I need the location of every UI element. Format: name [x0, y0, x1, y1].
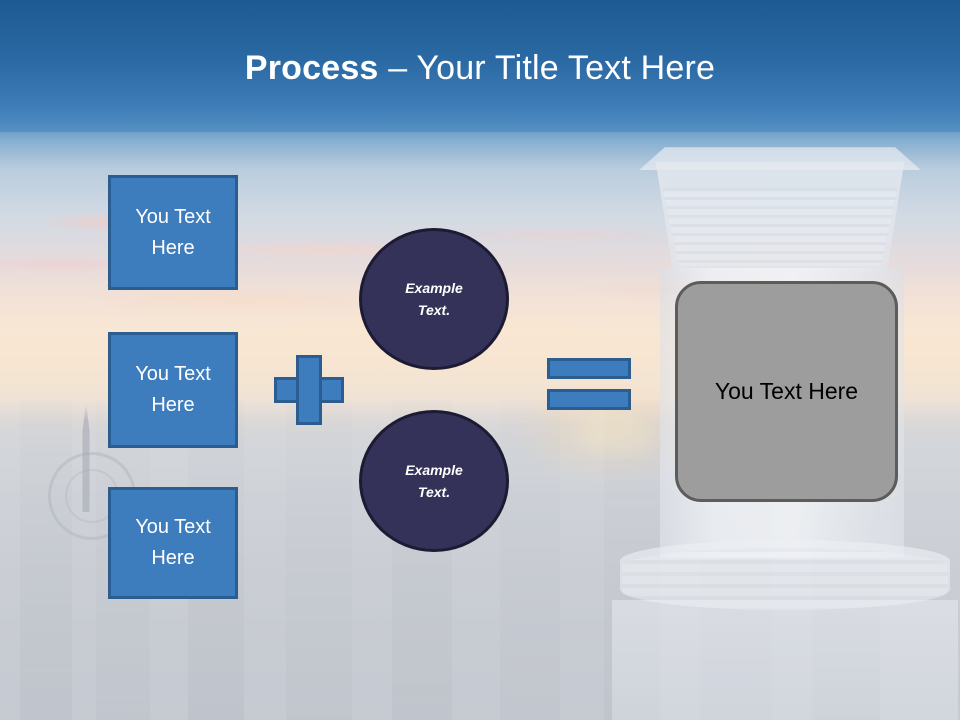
example-circle-1-line1: Example: [405, 280, 463, 296]
background-column-carving: [662, 188, 898, 266]
plus-icon-center-patch: [299, 380, 319, 400]
input-box-2-label: You Text Here: [135, 363, 211, 416]
title-banner: [0, 0, 960, 132]
background-column-base-rings: [622, 548, 948, 610]
result-card-label: You Text Here: [714, 378, 859, 404]
equals-icon-bottom-bar: [547, 389, 631, 410]
plus-icon: [274, 355, 344, 425]
input-box-1-label: You Text Here: [135, 205, 211, 259]
background-column-capital: [655, 162, 905, 274]
input-box-1[interactable]: You Text Here: [108, 175, 238, 290]
background-column-base: [620, 540, 950, 610]
page-title-rest: – Your Title Text Here: [378, 49, 716, 87]
example-circle-2-line1: Example: [405, 462, 463, 478]
result-card[interactable]: You Text Here: [675, 281, 898, 502]
input-box-2[interactable]: You Text Here: [108, 332, 238, 448]
equals-icon-top-bar: [547, 358, 631, 379]
input-box-3[interactable]: You Text Here: [108, 487, 238, 599]
input-box-3-label: You Text Here: [135, 516, 211, 569]
example-circle-1-line2: Text.: [417, 302, 451, 318]
page-title: Process – Your Title Text Here: [0, 49, 960, 87]
page-title-emphasis: Process: [244, 49, 379, 87]
background-column-plinth: [612, 600, 958, 720]
example-circle-2-line2: Text.: [417, 484, 451, 500]
equals-icon: [547, 358, 631, 410]
